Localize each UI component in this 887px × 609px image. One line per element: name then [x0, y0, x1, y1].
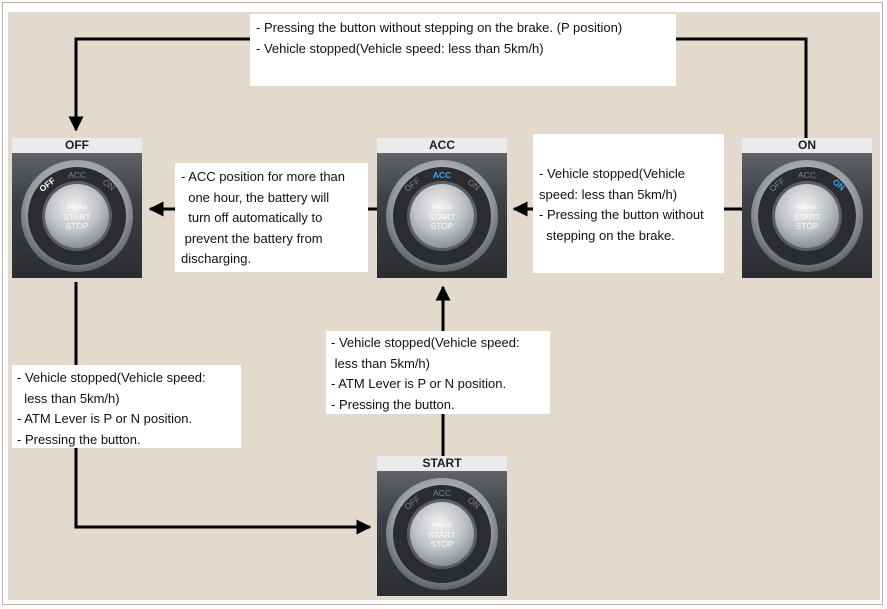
note-line: - Pressing the button without	[539, 207, 704, 222]
knob-text-engine: ENGINE	[66, 205, 87, 211]
button-caption: OFF	[12, 138, 142, 153]
ring-label-acc: ACC	[433, 170, 451, 180]
knob-text-engine: ENGINE	[796, 205, 817, 211]
note-line: less than 5km/h)	[331, 355, 430, 371]
note-line: prevent the battery from	[181, 230, 323, 246]
knob-text-stop: STOP	[431, 221, 454, 231]
note-off-to-start: - Vehicle stopped(Vehicle speed: less th…	[12, 365, 241, 448]
button-caption: START	[377, 456, 507, 471]
ring-label-acc: ACC	[798, 170, 816, 180]
knob-cap	[775, 184, 839, 248]
note-line: - Pressing the button.	[17, 431, 141, 447]
note-line: - ACC position for more than	[181, 169, 346, 184]
note-line: turn off automatically to	[181, 210, 323, 225]
note-line: - Vehicle stopped(Vehicle speed:	[17, 370, 206, 385]
knob-text-engine: ENGINE	[431, 205, 452, 211]
ring-label-acc: ACC	[68, 170, 86, 180]
knob-text-start: START	[793, 212, 820, 222]
button-caption: ON	[742, 138, 872, 153]
arrow-off-to-start	[74, 282, 372, 535]
note-line: - ATM Lever is P or N position.	[331, 376, 507, 391]
note-line: - Vehicle stopped(Vehicle speed:	[331, 335, 520, 350]
note-line: speed: less than 5km/h)	[539, 186, 678, 202]
note-line: - Pressing the button without stepping o…	[256, 20, 623, 35]
note-line: stepping on the brake.	[539, 227, 675, 243]
knob-cap	[45, 184, 109, 248]
note-line: - Vehicle stopped(Vehicle	[539, 166, 685, 181]
note-line: - ATM Lever is P or N position.	[17, 411, 193, 426]
knob-text-start: START	[428, 212, 455, 222]
note-line: - Vehicle stopped(Vehicle speed: less th…	[256, 40, 544, 56]
knob-text-start: START	[428, 530, 455, 540]
note-line: - Pressing the button.	[331, 396, 455, 412]
note-line: less than 5km/h)	[17, 390, 120, 406]
note-start-to-acc: - Vehicle stopped(Vehicle speed: less th…	[326, 331, 550, 414]
knob-text-stop: STOP	[66, 221, 89, 231]
knob-text-start: START	[63, 212, 90, 222]
knob-text-stop: STOP	[796, 221, 819, 231]
note-on-to-off: - Pressing the button without stepping o…	[250, 14, 676, 86]
note-line: one hour, the battery will	[181, 189, 330, 205]
note-on-to-acc: - Vehicle stopped(Vehicle speed: less th…	[533, 134, 724, 273]
knob-text-engine: ENGINE	[431, 523, 452, 529]
knob-cap	[410, 502, 474, 566]
note-line: discharging.	[181, 251, 252, 266]
knob-cap	[410, 184, 474, 248]
button-caption: ACC	[377, 138, 507, 153]
knob-text-stop: STOP	[431, 539, 454, 549]
note-acc-to-off: - ACC position for more than one hour, t…	[175, 163, 368, 272]
ring-label-acc: ACC	[433, 488, 451, 498]
